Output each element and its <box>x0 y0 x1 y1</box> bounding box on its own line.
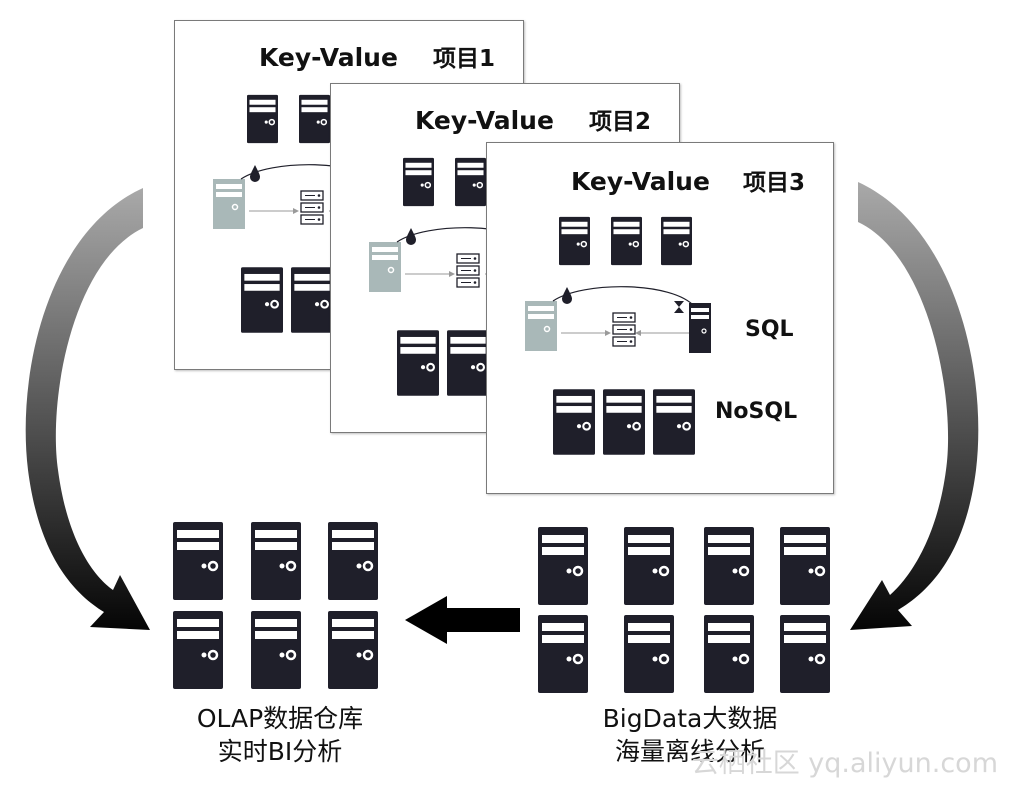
project2-title: 项目2 <box>589 109 652 135</box>
bigdata-server <box>703 527 755 609</box>
olap-server <box>327 522 379 604</box>
hourglass-icon <box>674 301 684 313</box>
drop-icon <box>406 228 416 245</box>
bigdata-server <box>623 527 675 609</box>
sql-label: SQL <box>745 317 794 342</box>
project3-kv-label: Key-Value <box>571 167 710 196</box>
project1-kv-server <box>299 93 330 149</box>
project1-kv-server <box>247 93 278 149</box>
olap-server <box>172 522 224 604</box>
drop-icon <box>562 287 572 304</box>
project1-kv-label: Key-Value <box>259 43 398 72</box>
project2-nosql-server <box>397 328 439 402</box>
bigdata-line2: 海量离线分析 <box>614 737 765 766</box>
olap-caption: OLAP数据仓库 实时BI分析 <box>150 702 410 768</box>
olap-line2: 实时BI分析 <box>217 737 343 766</box>
bigdata-server <box>537 615 589 697</box>
bigdata-caption: BigData大数据 海量离线分析 <box>560 702 820 768</box>
olap-server <box>250 522 302 604</box>
nosql-label: NoSQL <box>715 399 798 424</box>
project3-replication-diagram <box>525 286 711 353</box>
right-curved-arrow <box>850 182 979 630</box>
project1-replication-diagram <box>213 164 384 229</box>
storage-stack-icon <box>456 253 480 288</box>
olap-server <box>250 611 302 693</box>
storage-stack-icon <box>300 190 324 225</box>
left-curved-arrow <box>25 188 150 630</box>
project3-nosql-server <box>653 387 695 461</box>
faded-source-server <box>525 301 557 351</box>
olap-line1: OLAP数据仓库 <box>196 704 364 733</box>
project1-title: 项目1 <box>433 46 496 72</box>
storage-stack-icon <box>612 312 636 347</box>
project3-kv-server <box>559 215 590 271</box>
olap-server <box>327 611 379 693</box>
faded-source-server <box>369 242 401 292</box>
project2-kv-server <box>455 156 486 212</box>
faded-source-server <box>213 179 245 229</box>
bigdata-server <box>779 527 831 609</box>
bigdata-line1: BigData大数据 <box>602 704 778 733</box>
target-server <box>689 303 711 353</box>
bigdata-server <box>779 615 831 697</box>
drop-icon <box>250 165 260 182</box>
bigdata-server <box>537 527 589 609</box>
project1-nosql-server <box>291 265 333 339</box>
project3-title: 项目3 <box>743 170 806 196</box>
bigdata-server <box>623 615 675 697</box>
bigdata-to-olap-arrow <box>405 596 520 644</box>
bigdata-server <box>703 615 755 697</box>
project3-kv-server <box>661 215 692 271</box>
olap-server <box>172 611 224 693</box>
project3-nosql-server <box>553 387 595 461</box>
project3-panel: Key-Value 项目3 SQL NoSQL <box>486 142 834 494</box>
project2-replication-diagram <box>369 227 540 292</box>
project2-kv-server <box>403 156 434 212</box>
watermark: 云栖社区 yq.aliyun.com <box>691 748 998 779</box>
project1-nosql-server <box>241 265 283 339</box>
project2-nosql-server <box>447 328 489 402</box>
project3-kv-server <box>611 215 642 271</box>
project2-kv-label: Key-Value <box>415 106 554 135</box>
project3-nosql-server <box>603 387 645 461</box>
